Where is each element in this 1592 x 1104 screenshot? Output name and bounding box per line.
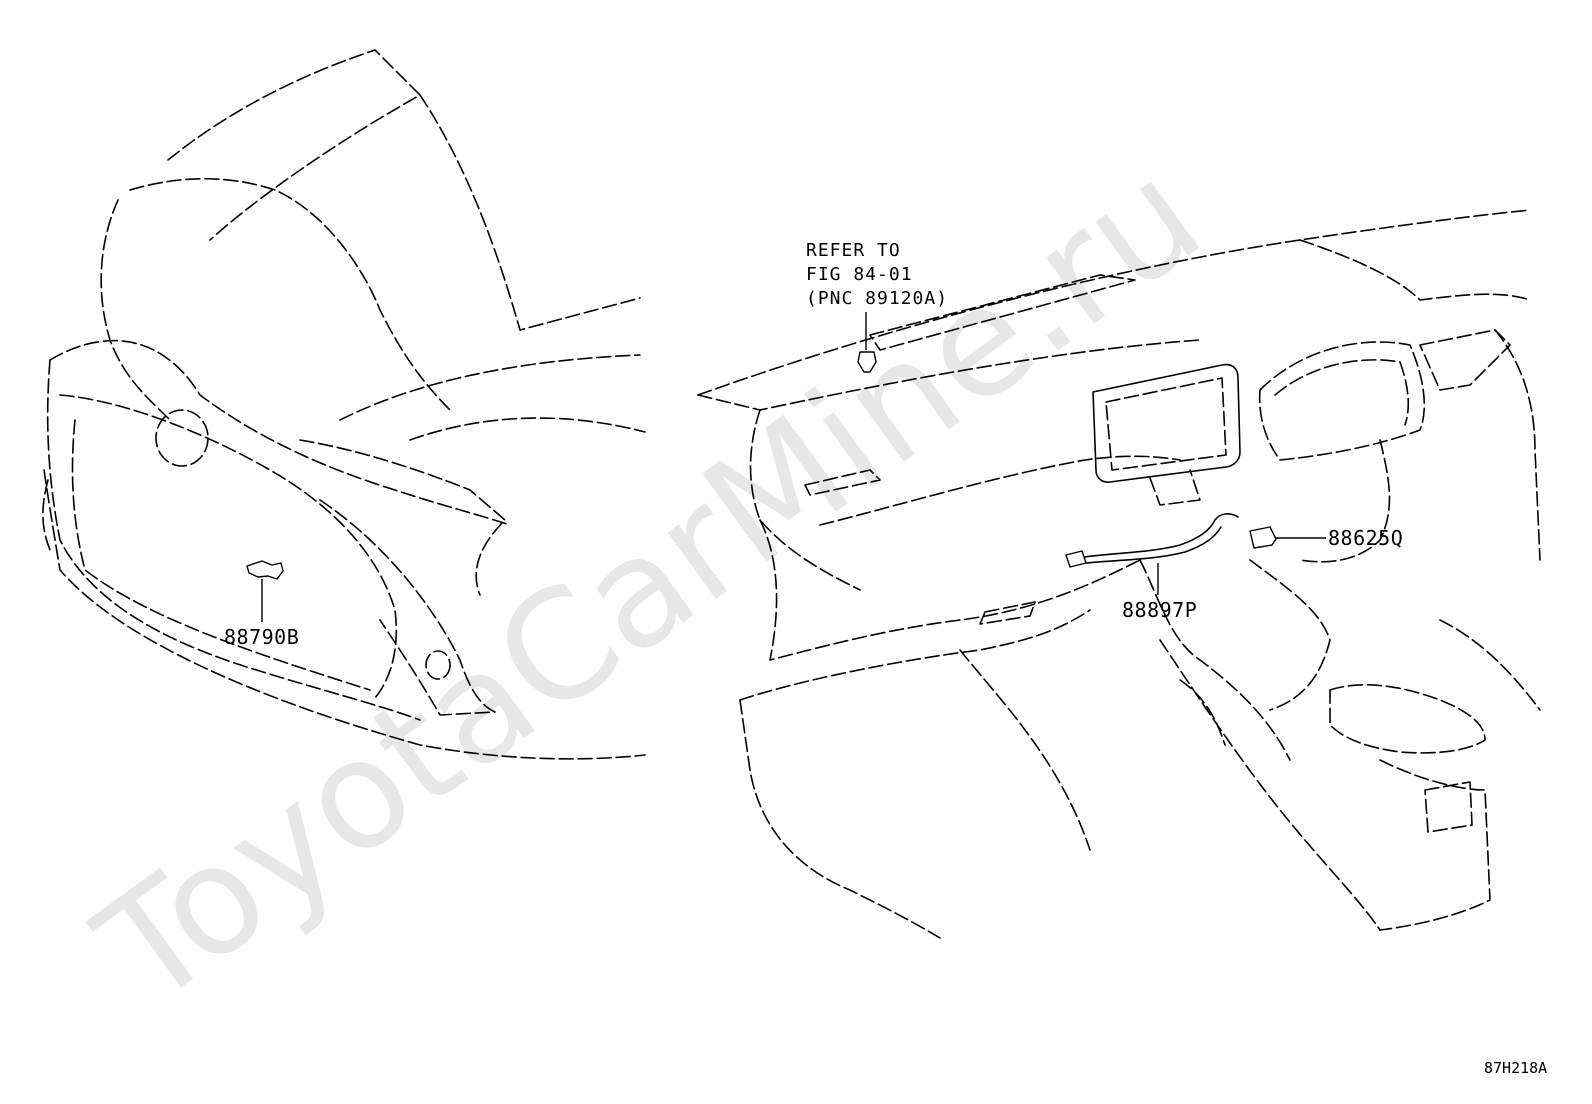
lower-dash-line xyxy=(759,519,1141,661)
lower-grille-outline xyxy=(59,394,398,699)
hood-edge-upper xyxy=(167,49,421,241)
right-dash-side xyxy=(1494,329,1541,561)
harness-wire[interactable] xyxy=(1084,513,1239,558)
steering-lower-cover xyxy=(1249,559,1331,711)
hood-right-line xyxy=(419,94,641,331)
pedal-area xyxy=(1179,679,1226,746)
figure-code: 87H218A xyxy=(1484,1059,1547,1077)
center-display-screen xyxy=(1105,377,1227,471)
console-armrest xyxy=(1329,684,1486,754)
fog-lamp-surround xyxy=(319,499,496,716)
harness-wire-inner xyxy=(1085,526,1222,564)
left-dash-curve xyxy=(749,409,861,591)
floor-left xyxy=(739,699,941,939)
console-rear xyxy=(1379,759,1491,931)
reference-note-line1: REFER TO xyxy=(806,240,901,261)
console-lower xyxy=(1159,639,1381,931)
switch-part[interactable] xyxy=(1249,526,1277,549)
reference-clip-part[interactable] xyxy=(857,351,877,373)
harness-connector-left[interactable] xyxy=(1065,550,1087,568)
right-vent xyxy=(1419,329,1511,391)
knee-panel xyxy=(739,609,1091,701)
display-mount xyxy=(1149,469,1201,506)
dash-front-face xyxy=(697,339,1201,411)
defroster-bar xyxy=(869,274,1136,351)
harness-callout: 88897P xyxy=(1122,598,1197,622)
meter-hood xyxy=(1258,341,1426,461)
watermark-text: ToyotaCarMine.ru xyxy=(68,128,1231,1040)
glove-box-handle xyxy=(979,601,1036,625)
front-sensor-part[interactable] xyxy=(246,560,284,580)
steering-column xyxy=(1299,439,1391,563)
fender-mid xyxy=(409,417,646,441)
upper-grille-bar xyxy=(49,339,511,526)
lower-grille-inner xyxy=(71,419,371,691)
reference-note-line3: (PNC 89120A) xyxy=(806,288,948,309)
hood-panel-line xyxy=(100,199,171,421)
fog-lamp xyxy=(425,650,451,680)
instrument-panel-view: REFER TO FIG 84-01 (PNC 89120A) 88897P 8… xyxy=(697,209,1541,939)
left-vent xyxy=(804,469,881,496)
front-vehicle-view: 88790B xyxy=(42,49,646,760)
center-trim-strip xyxy=(819,455,1181,526)
dash-top-edge xyxy=(697,209,1531,396)
front-sensor-callout: 88790B xyxy=(224,625,299,649)
center-display-frame xyxy=(1092,363,1241,483)
front-emblem xyxy=(155,409,209,467)
headlamp-outline xyxy=(299,439,506,596)
reference-note: REFER TO FIG 84-01 (PNC 89120A) xyxy=(806,240,948,309)
fascia-side-edge xyxy=(42,479,51,551)
meter-cluster-inner xyxy=(1274,359,1410,426)
switch-callout: 88625Q xyxy=(1328,526,1403,550)
center-stack xyxy=(1139,559,1291,761)
reference-note-line2: FIG 84-01 xyxy=(806,264,913,285)
floor-tunnel xyxy=(959,649,1091,851)
right-kick-panel xyxy=(1439,619,1541,711)
bumper-lower-edge xyxy=(43,469,646,760)
dash-upper-right xyxy=(1299,239,1531,301)
console-rear-panel xyxy=(1424,781,1473,833)
fender-top xyxy=(339,354,641,421)
hood-top-line xyxy=(129,178,451,411)
bumper-outline xyxy=(46,359,421,721)
